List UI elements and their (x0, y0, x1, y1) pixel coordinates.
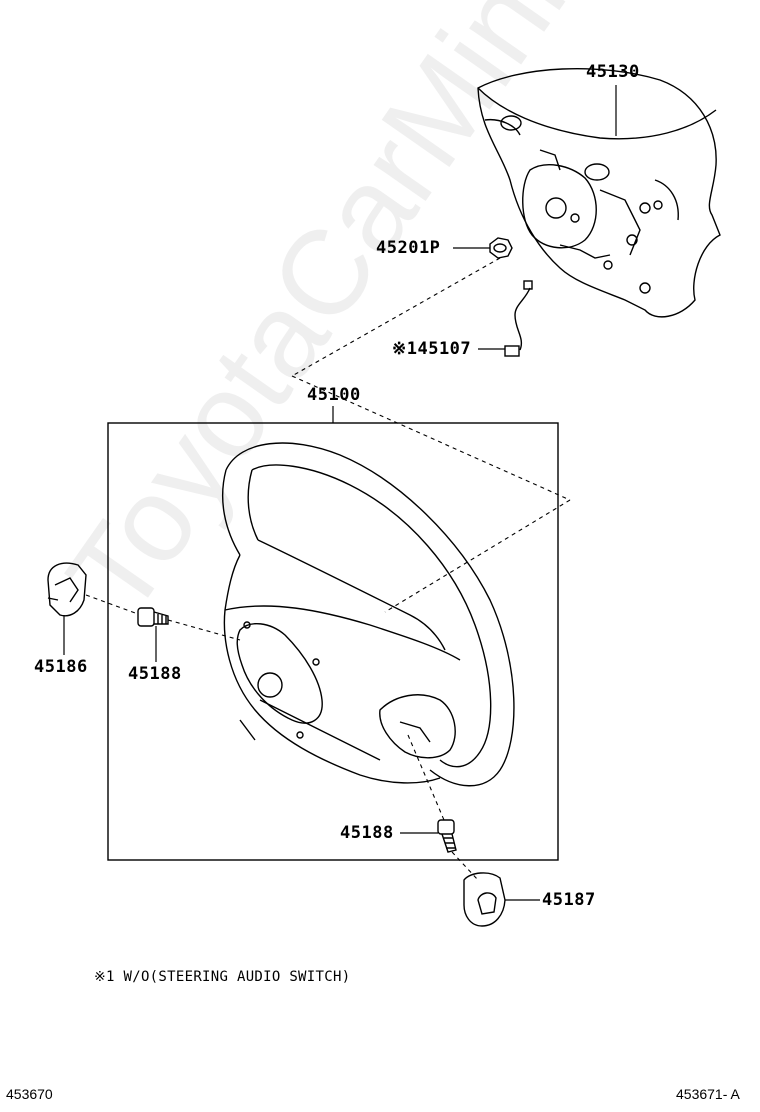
part-label-45100: 45100 (307, 385, 361, 405)
footer-left-id: 453670 (6, 1086, 53, 1102)
nut-drawing (489, 237, 513, 259)
wheel-assembly-frame (107, 422, 559, 861)
part-label-45201p: 45201P (376, 238, 441, 258)
leader-lines (63, 85, 617, 901)
assembly-dashed-lines (85, 257, 571, 881)
part-label-45130: 45130 (586, 62, 640, 82)
part-label-45188-left: 45188 (128, 664, 182, 684)
screw-left-drawing (137, 607, 169, 627)
steering-wheel-drawing (221, 442, 515, 787)
footer-right-id: 453671- A (676, 1086, 740, 1102)
part-label-45187: 45187 (542, 890, 596, 910)
footnote: ※1 W/O(STEERING AUDIO SWITCH) (94, 969, 351, 985)
airbag-pad-drawing (477, 67, 721, 357)
part-label-45188-bottom: 45188 (340, 823, 394, 843)
part-label-145107: ※145107 (392, 339, 472, 359)
part-label-45186: 45186 (34, 657, 88, 677)
left-cover-drawing (47, 562, 87, 617)
screw-bottom-drawing (437, 819, 457, 853)
right-cover-drawing (463, 872, 506, 927)
